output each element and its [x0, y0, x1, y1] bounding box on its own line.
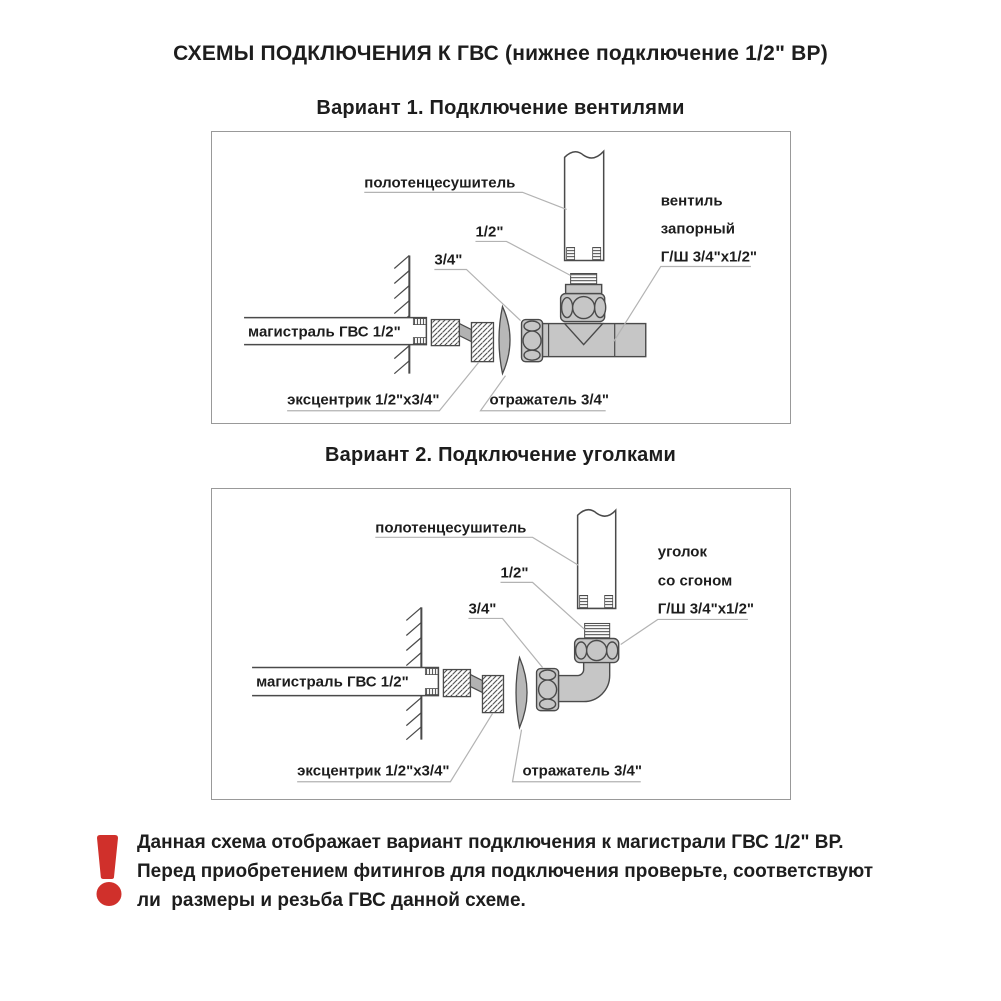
- label-valve-line3: Г/Ш 3/4"х1/2": [661, 248, 757, 265]
- variant2-panel: магистраль ГВС 1/2": [211, 488, 791, 800]
- label-reflector: отражатель 3/4": [523, 763, 643, 780]
- page-title: СХЕМЫ ПОДКЛЮЧЕНИЯ К ГВС (нижнее подключе…: [173, 42, 828, 65]
- supply-main-pipe: магистраль ГВС 1/2": [252, 666, 440, 697]
- label-valve-line1: вентиль: [661, 192, 723, 209]
- label-corner-line1: уголок: [658, 543, 708, 560]
- leader-lines: [287, 191, 751, 412]
- reflector: [515, 655, 528, 730]
- supply-main-pipe: магистраль ГВС 1/2": [244, 316, 428, 346]
- eccentric-fitting: [430, 318, 495, 363]
- warning-line-2: Перед приобретением фитингов для подключ…: [137, 861, 874, 882]
- label-corner-line2: со сгоном: [658, 572, 732, 589]
- warning-text: Данная схема отображает вариант подключе…: [137, 828, 947, 915]
- label-eccentric: эксцентрик 1/2"х3/4": [297, 763, 449, 780]
- variant2-title: Вариант 2. Подключение уголками: [325, 444, 676, 466]
- exclamation-icon: [96, 835, 122, 906]
- label-main-line: магистраль ГВС 1/2": [256, 674, 409, 691]
- towel-dryer-pipe: [576, 508, 617, 610]
- label-size-half: 1/2": [475, 223, 503, 240]
- eccentric-fitting: [442, 668, 505, 714]
- label-towel-dryer: полотенцесушитель: [375, 519, 526, 536]
- variant2-diagram: магистраль ГВС 1/2": [252, 508, 754, 783]
- variant1-title: Вариант 1. Подключение вентилями: [316, 97, 685, 119]
- label-size-half: 1/2": [500, 564, 528, 581]
- warning-line-1: Данная схема отображает вариант подключе…: [137, 832, 844, 853]
- label-main-line: магистраль ГВС 1/2": [248, 324, 401, 341]
- label-size-three-quarter: 3/4": [434, 251, 462, 268]
- label-valve-line2: запорный: [661, 220, 735, 237]
- wall: [393, 255, 411, 375]
- reflector: [498, 304, 511, 376]
- angle-valve: [520, 272, 647, 363]
- label-reflector: отражатель 3/4": [489, 392, 609, 409]
- label-size-three-quarter: 3/4": [468, 600, 496, 617]
- corner-elbow: [535, 622, 620, 712]
- variant1-panel: магистраль ГВС 1/2": [211, 131, 791, 424]
- towel-dryer-pipe: [563, 149, 605, 262]
- label-towel-dryer: полотенцесушитель: [364, 174, 515, 191]
- warning-line-3: ли размеры и резьба ГВС данной схеме.: [137, 890, 526, 911]
- leader-lines: [297, 536, 748, 783]
- variant1-diagram: магистраль ГВС 1/2": [244, 149, 757, 412]
- label-corner-line3: Г/Ш 3/4"х1/2": [658, 600, 754, 617]
- label-eccentric: эксцентрик 1/2"х3/4": [287, 392, 439, 409]
